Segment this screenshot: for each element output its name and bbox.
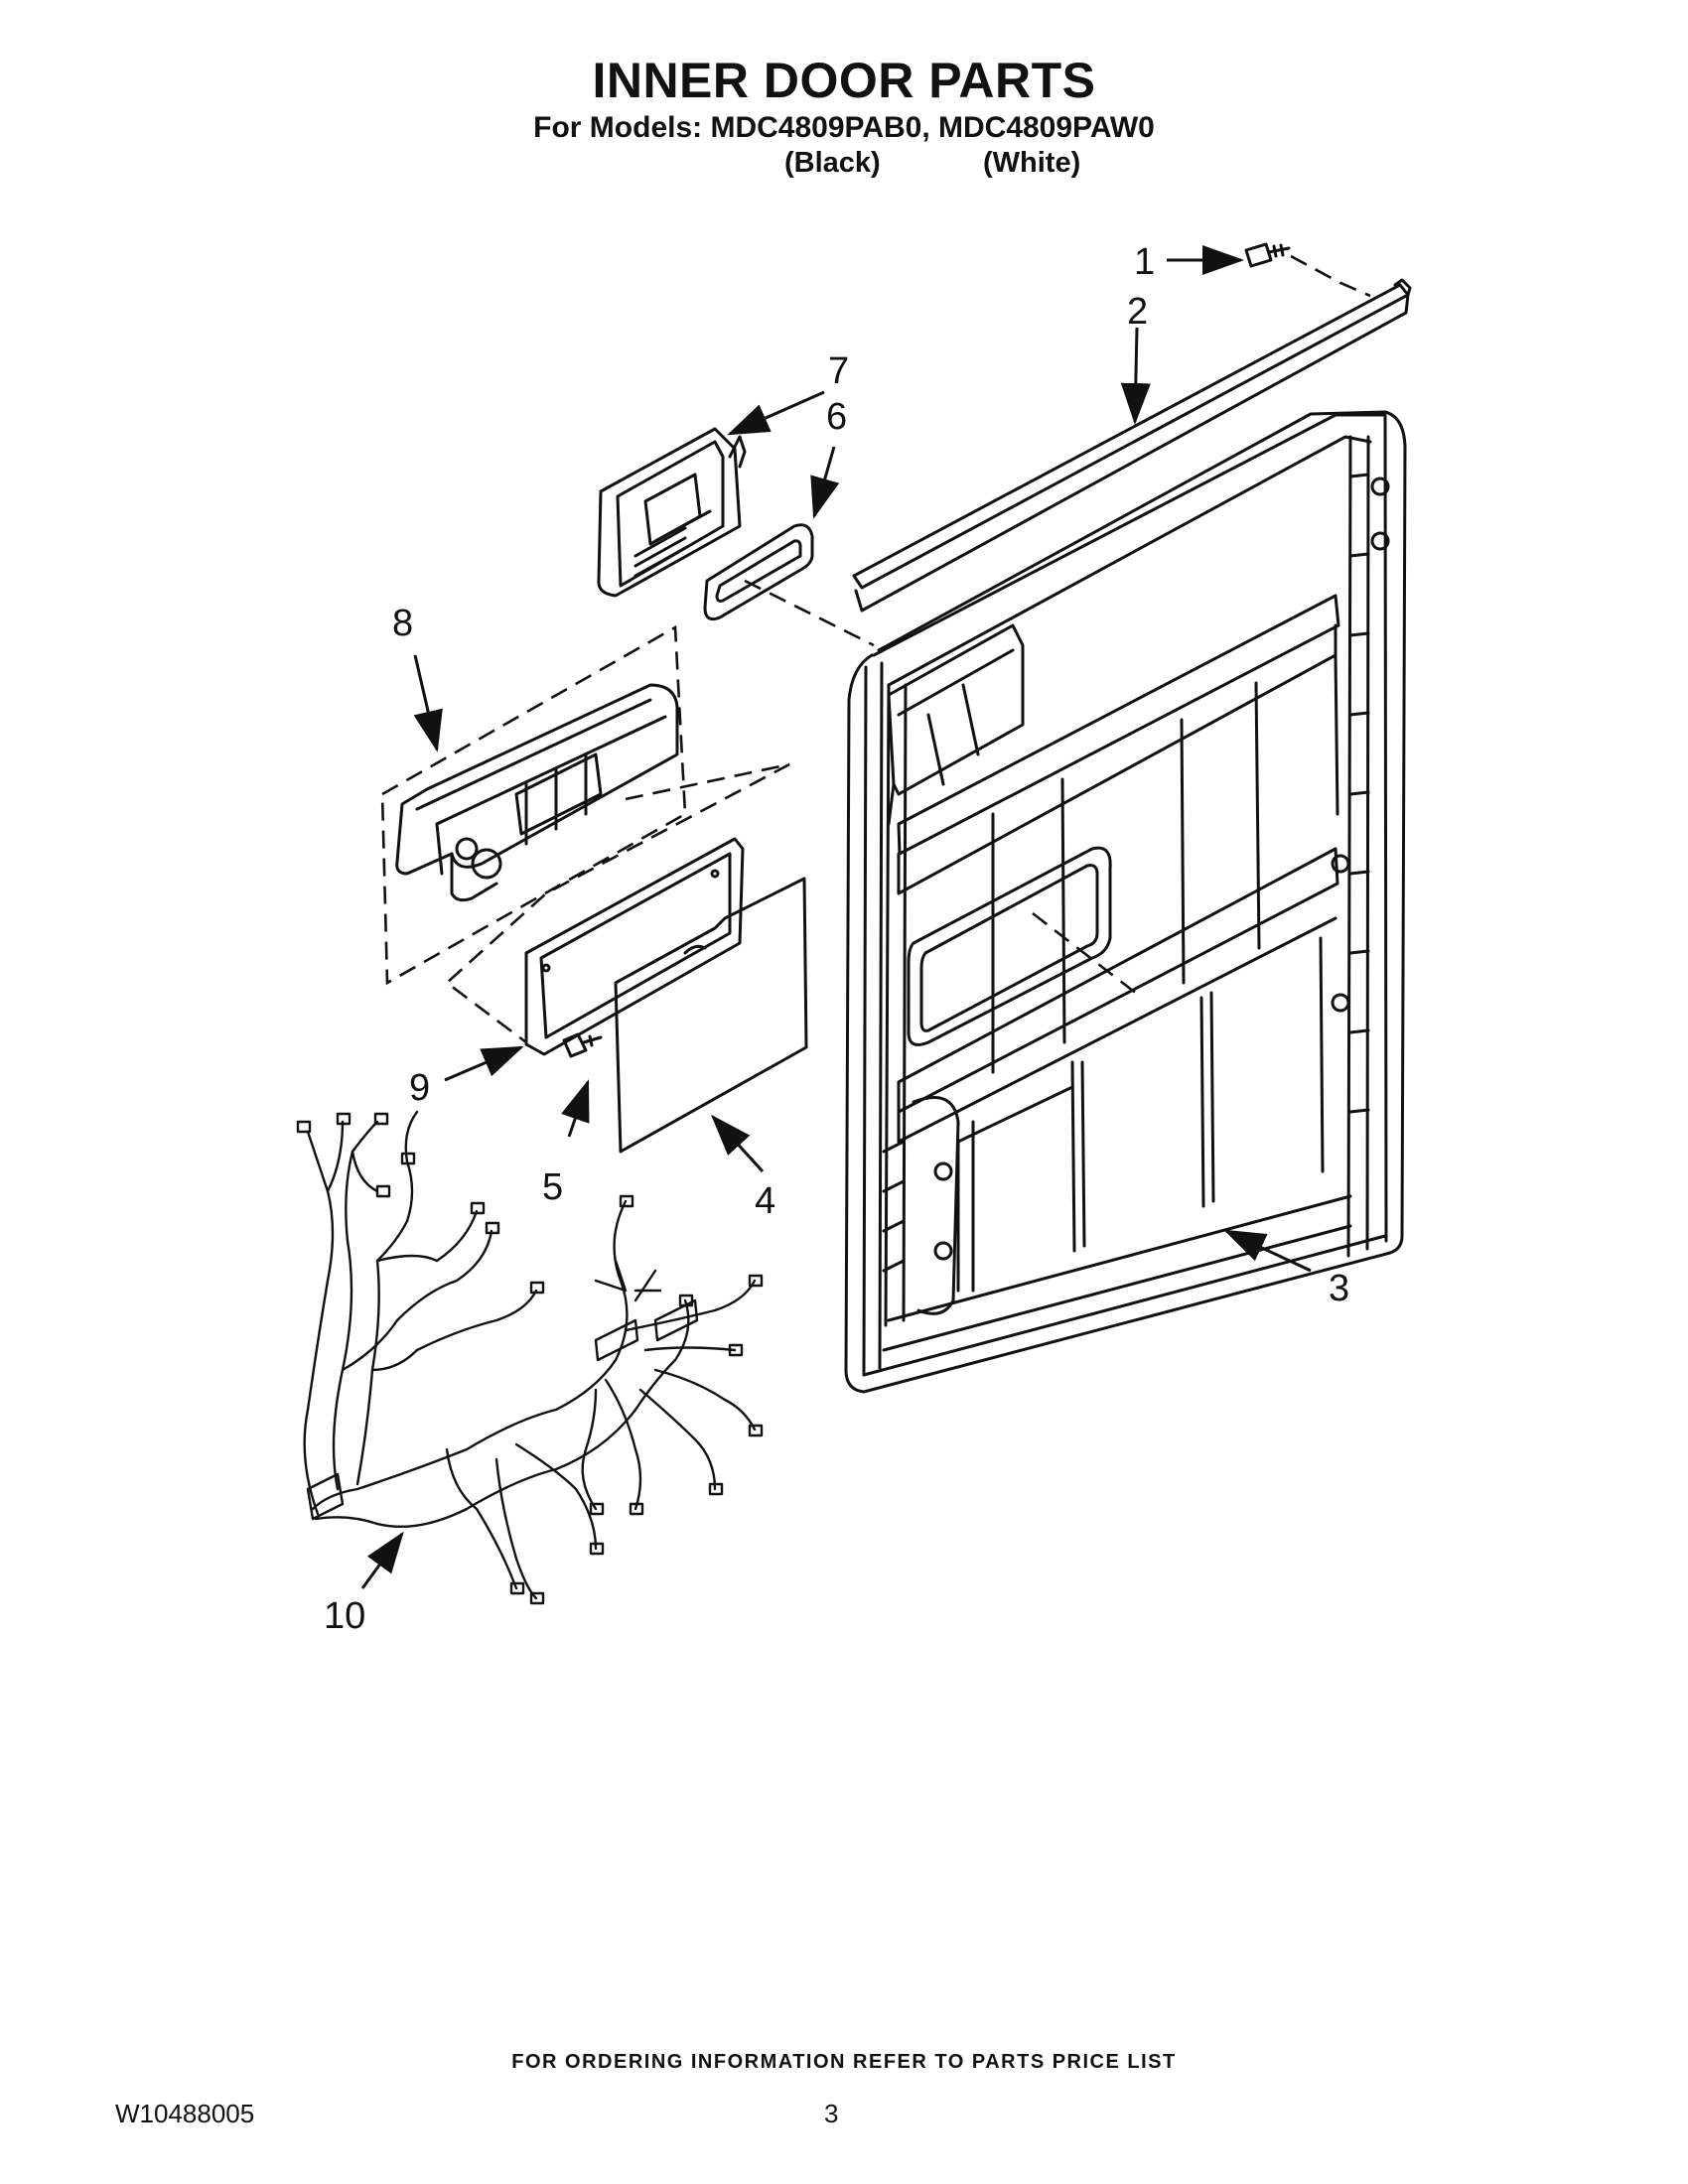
wiring-harness bbox=[296, 1110, 764, 1605]
module-boundary bbox=[380, 624, 687, 986]
screw-alignment-line bbox=[1290, 254, 1371, 298]
window-alignment-line bbox=[1032, 911, 1143, 1000]
dispenser-gasket bbox=[703, 523, 814, 621]
callout-6: 6 bbox=[826, 396, 847, 438]
leader-arrow-8 bbox=[413, 654, 443, 752]
page-title: INNER DOOR PARTS bbox=[592, 53, 1096, 108]
ordering-info-note: FOR ORDERING INFORMATION REFER TO PARTS … bbox=[511, 2051, 1177, 2073]
variant-black-label: (Black) bbox=[784, 147, 881, 179]
callout-8: 8 bbox=[392, 603, 413, 644]
board-screw bbox=[562, 1032, 603, 1058]
callout-9: 9 bbox=[409, 1067, 430, 1109]
board-alignment-line bbox=[444, 762, 790, 1044]
leader-arrow-2 bbox=[1120, 327, 1151, 425]
leader-arrow-6 bbox=[810, 446, 840, 519]
trim-screw bbox=[1244, 242, 1291, 268]
ui-board-gasket bbox=[524, 837, 745, 1056]
variant-white-label: (White) bbox=[983, 147, 1081, 179]
callout-10: 10 bbox=[324, 1595, 365, 1637]
dispenser-alignment-line bbox=[744, 579, 875, 647]
callout-5: 5 bbox=[542, 1166, 563, 1208]
callout-4: 4 bbox=[755, 1180, 775, 1222]
page-number: 3 bbox=[824, 2099, 839, 2128]
leader-arrow-10 bbox=[360, 1531, 404, 1589]
leader-arrow-5 bbox=[561, 1079, 590, 1138]
model-list: For Models: MDC4809PAB0, MDC4809PAW0 bbox=[533, 111, 1155, 144]
user-interface-board bbox=[614, 877, 808, 1154]
callout-7: 7 bbox=[828, 350, 849, 392]
detergent-dispenser-housing bbox=[597, 427, 747, 598]
callout-2: 2 bbox=[1127, 291, 1148, 333]
control-module-assembly bbox=[395, 683, 679, 902]
leader-arrow-9 bbox=[444, 1045, 524, 1082]
callout-3: 3 bbox=[1329, 1268, 1349, 1309]
door-top-trim-strip bbox=[852, 278, 1412, 613]
leader-arrow-7 bbox=[727, 390, 825, 436]
leader-arrow-3 bbox=[1223, 1229, 1312, 1273]
document-number: W10488005 bbox=[115, 2099, 255, 2128]
inner-door-panel bbox=[844, 410, 1407, 1394]
leader-arrow-4 bbox=[710, 1114, 765, 1173]
callout-1: 1 bbox=[1134, 241, 1155, 283]
